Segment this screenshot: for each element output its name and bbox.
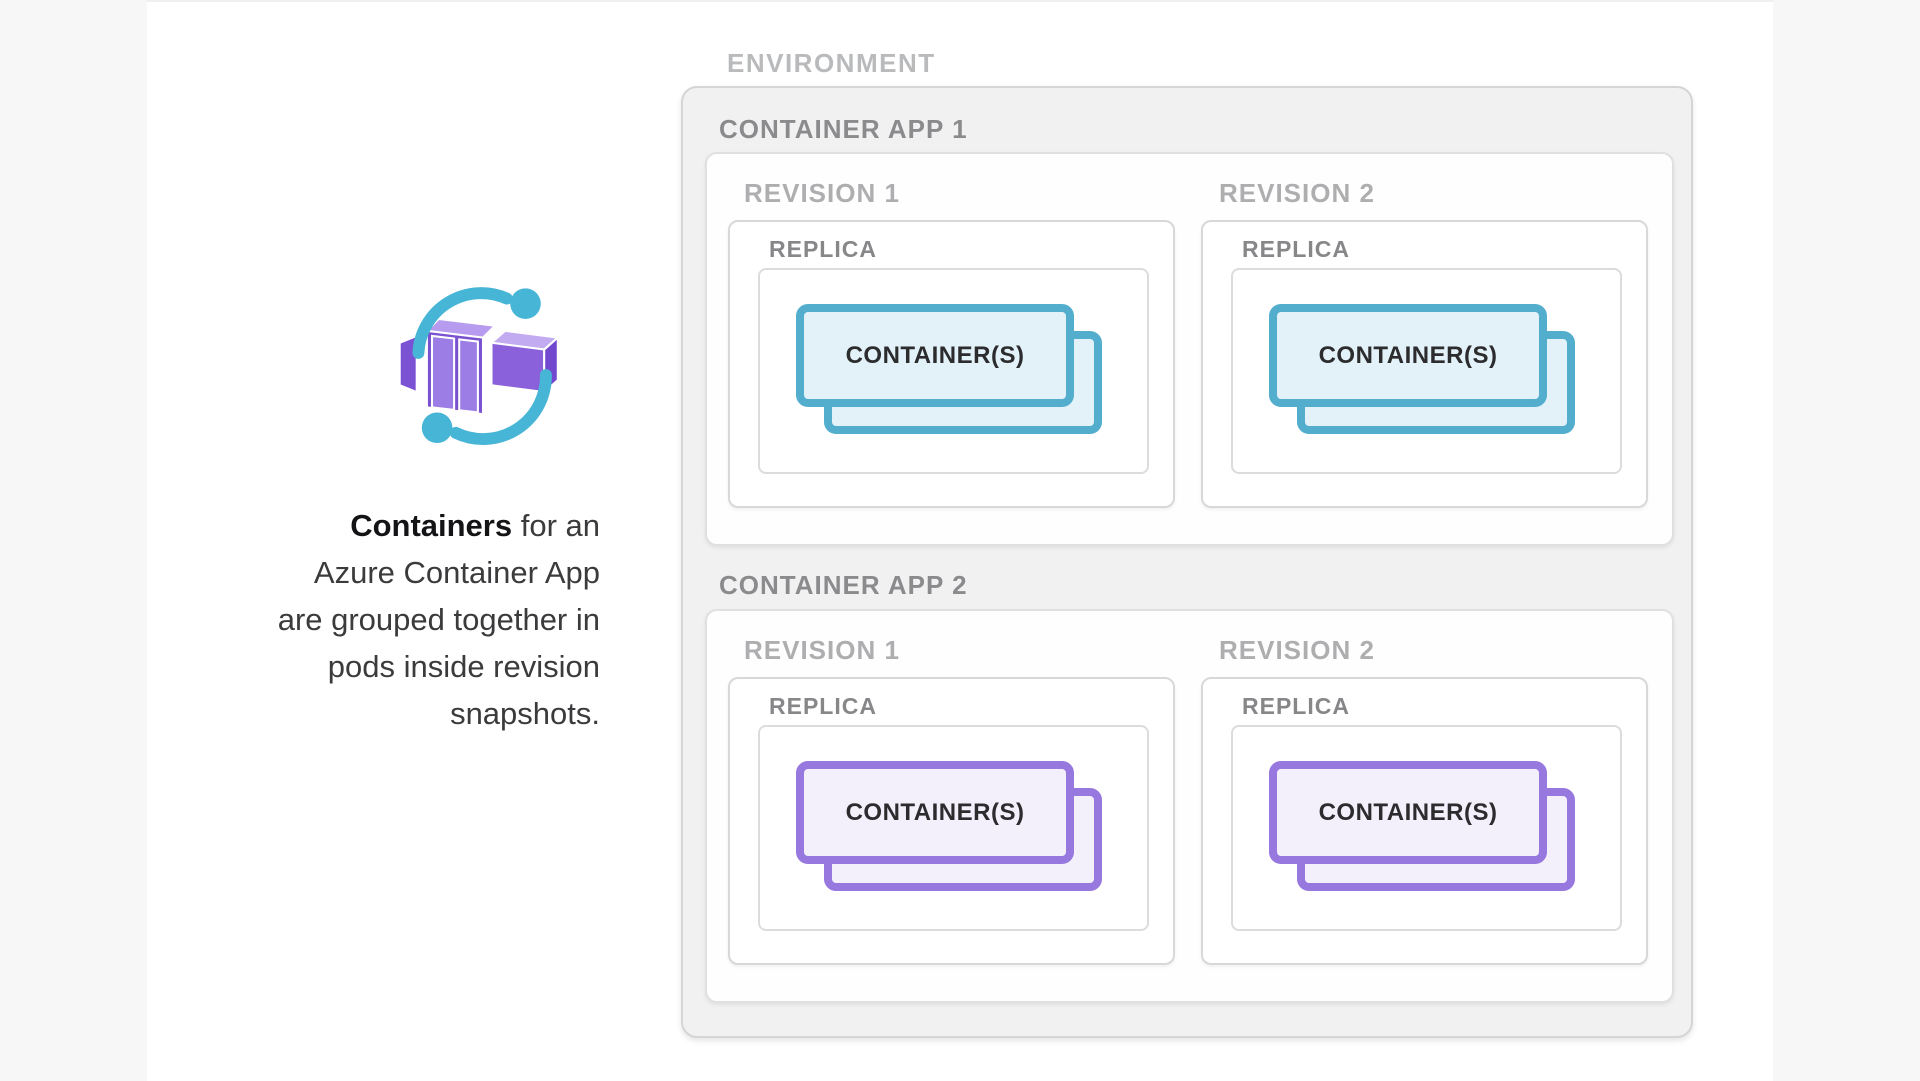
replica-box: CONTAINER(S) (758, 268, 1149, 474)
revision-1-label: REVISION 1 (744, 178, 900, 208)
replica-box: CONTAINER(S) (758, 725, 1149, 931)
figure-canvas: Containers for an Azure Container App ar… (147, 0, 1773, 1081)
caption-line: snapshots. (450, 696, 600, 731)
container-card-stack: CONTAINER(S) (1269, 304, 1575, 434)
container-card-label: CONTAINER(S) (1318, 341, 1498, 369)
container-card-stack: CONTAINER(S) (1269, 761, 1575, 891)
containers-cube-shape (398, 317, 561, 416)
caption-line: pods inside revision (327, 649, 600, 684)
revision-2-label: REVISION 2 (1219, 178, 1375, 208)
container-card-label: CONTAINER(S) (845, 341, 1025, 369)
container-app-1-box: REVISION 1 REPLICA CONTAINER(S) (705, 152, 1674, 546)
revision-2-box: REPLICA CONTAINER(S) (1201, 220, 1648, 508)
revision-1-box: REPLICA CONTAINER(S) (728, 677, 1175, 965)
replica-label: REPLICA (769, 693, 877, 719)
revision-2-label: REVISION 2 (1219, 635, 1375, 665)
environment-box: CONTAINER APP 1 REVISION 1 REPLICA CONTA… (681, 86, 1693, 1038)
replica-label: REPLICA (1242, 693, 1350, 719)
container-card-front: CONTAINER(S) (1269, 761, 1547, 864)
environment-label: ENVIRONMENT (727, 48, 936, 78)
revision-1-label: REVISION 1 (744, 635, 900, 665)
container-card-front: CONTAINER(S) (796, 761, 1074, 864)
container-card-front: CONTAINER(S) (796, 304, 1074, 407)
container-card-stack: CONTAINER(S) (796, 761, 1102, 891)
orbit-dot-bottom (421, 412, 453, 444)
replica-box: CONTAINER(S) (1231, 268, 1622, 474)
container-card-label: CONTAINER(S) (845, 798, 1025, 826)
replica-label: REPLICA (769, 236, 877, 262)
container-app-2-label: CONTAINER APP 2 (719, 570, 968, 600)
azure-container-apps-icon (398, 287, 561, 445)
caption-line: Azure Container App (313, 555, 600, 590)
caption-bold-word: Containers (350, 508, 513, 543)
replica-label: REPLICA (1242, 236, 1350, 262)
caption-text: Containers for an Azure Container App ar… (160, 502, 600, 737)
orbit-arcs (412, 287, 552, 445)
replica-box: CONTAINER(S) (1231, 725, 1622, 931)
orbit-dot-top (510, 288, 541, 319)
container-card-label: CONTAINER(S) (1318, 798, 1498, 826)
architecture-diagram: ENVIRONMENT CONTAINER APP 1 REVISION 1 R… (681, 2, 1773, 1081)
container-card-front: CONTAINER(S) (1269, 304, 1547, 407)
revision-2-box: REPLICA CONTAINER(S) (1201, 677, 1648, 965)
container-card-stack: CONTAINER(S) (796, 304, 1102, 434)
container-app-1-label: CONTAINER APP 1 (719, 114, 968, 144)
caption-line: are grouped together in (277, 602, 600, 637)
revision-1-box: REPLICA CONTAINER(S) (728, 220, 1175, 508)
caption-lead-rest: for an (512, 508, 600, 543)
caption-line: Containers for an (160, 502, 600, 549)
container-app-2-box: REVISION 1 REPLICA CONTAINER(S) (705, 609, 1674, 1003)
